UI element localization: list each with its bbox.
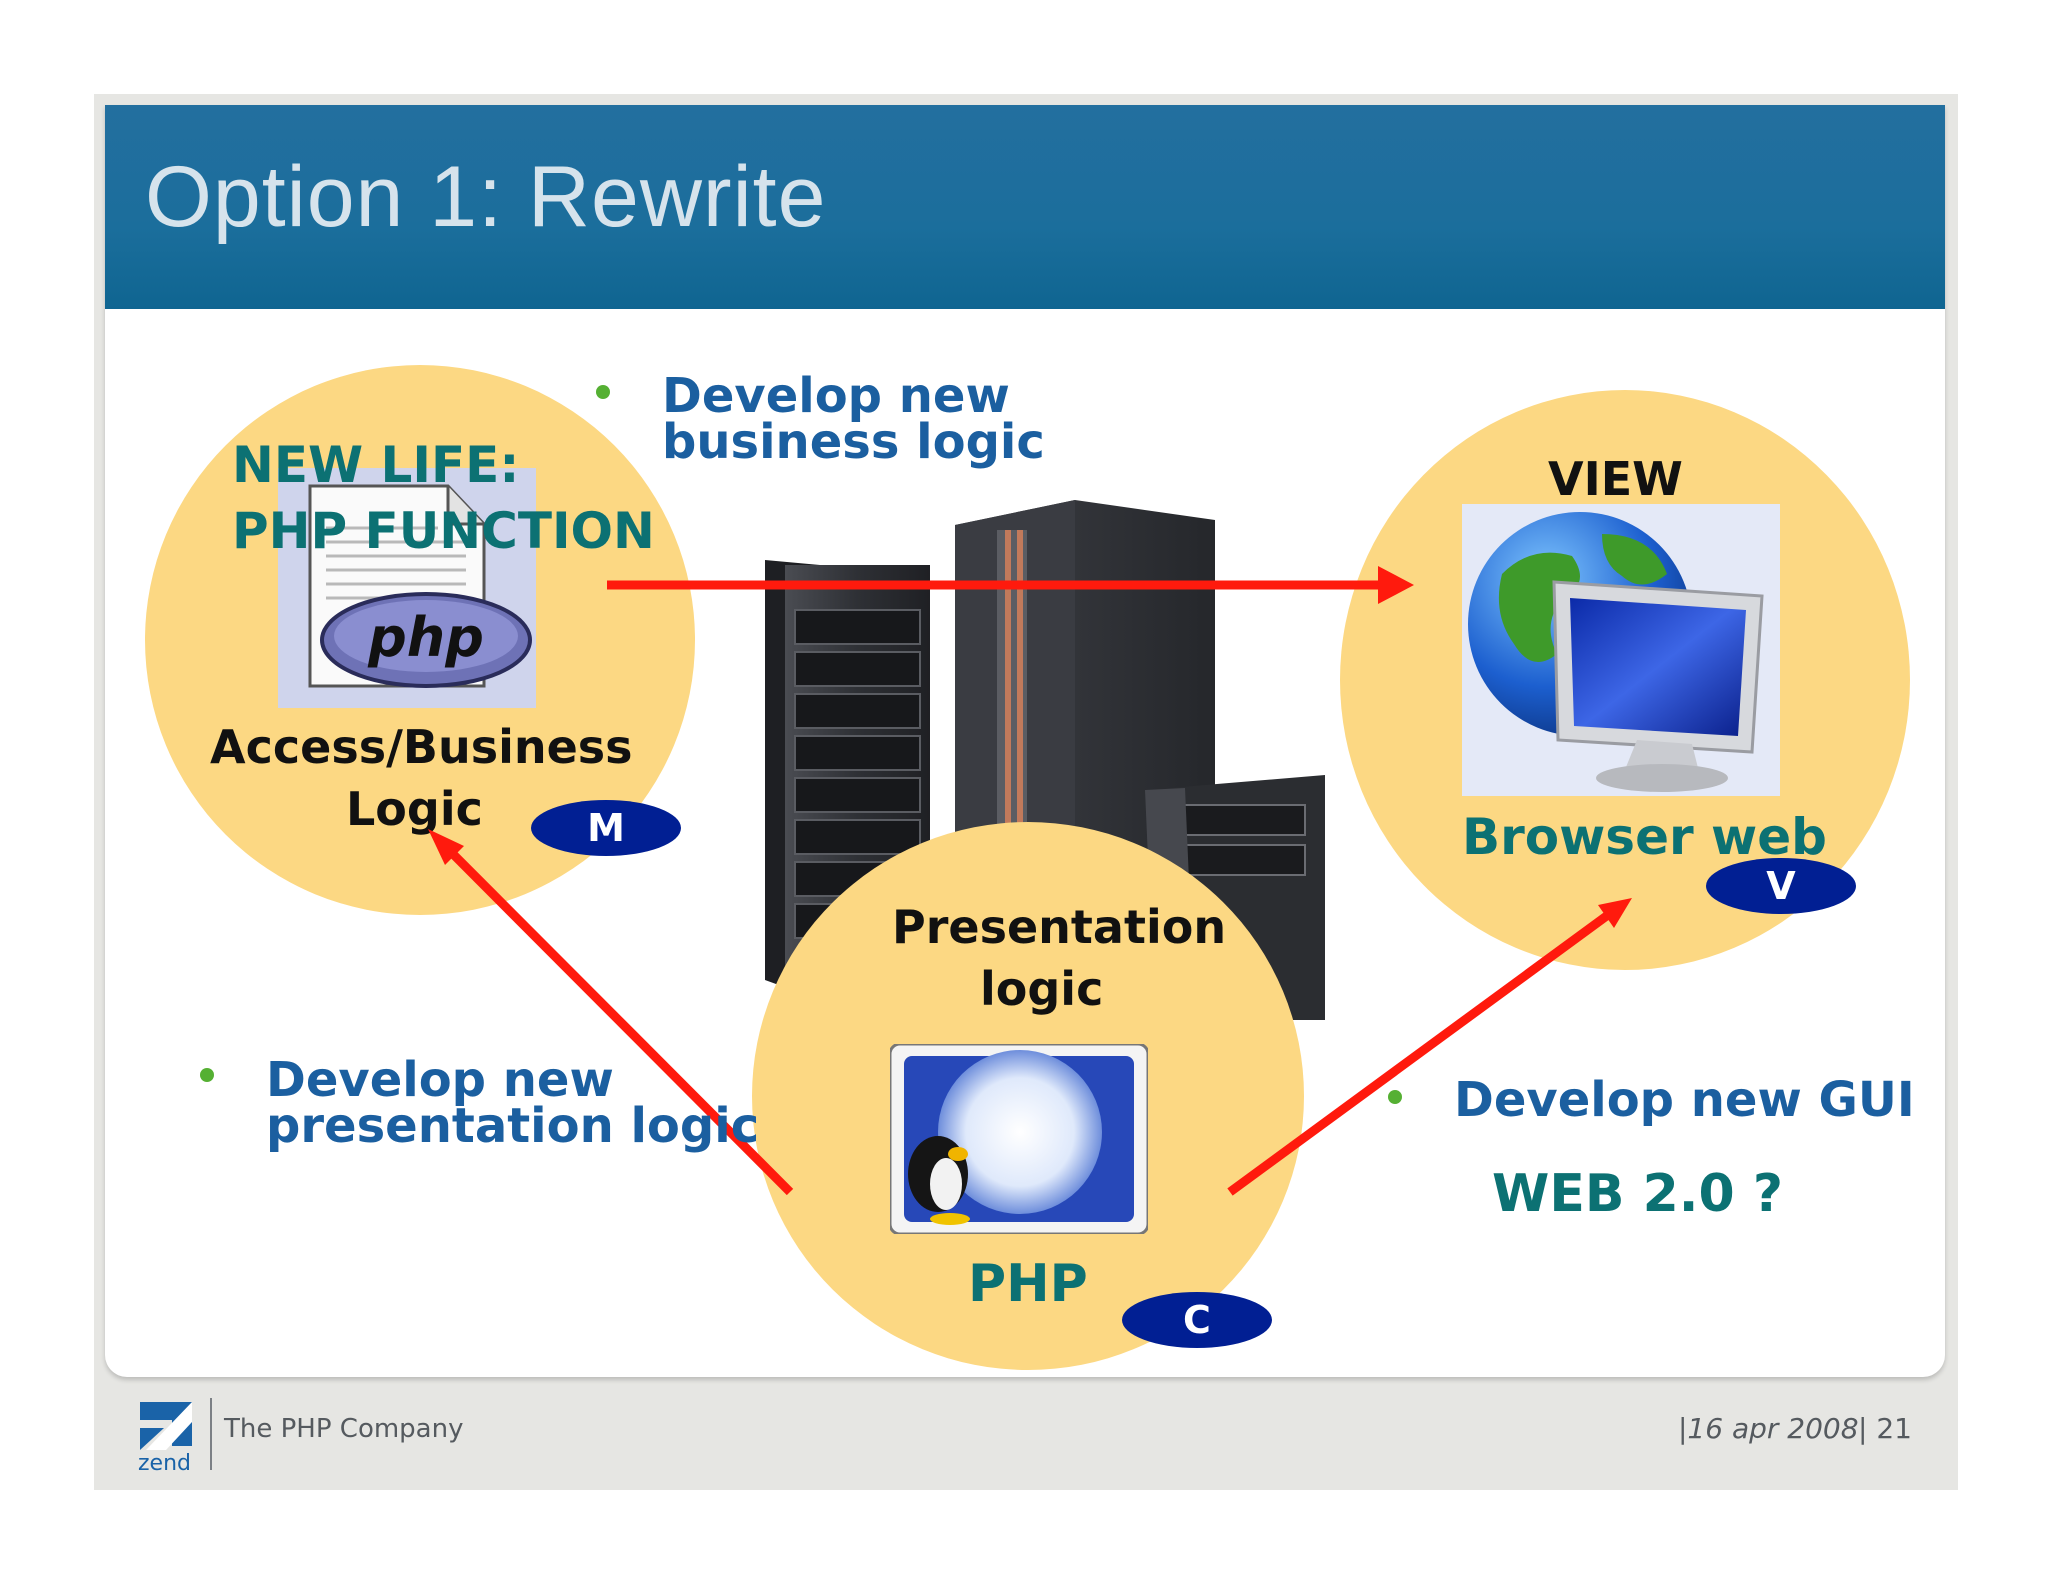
svg-text:zend: zend xyxy=(138,1451,191,1472)
server-rack-icon xyxy=(765,500,1325,1020)
arrow-controller-to-model xyxy=(438,839,794,1196)
model-label-line2: Logic xyxy=(346,782,483,836)
php-file-icon: php xyxy=(278,468,536,708)
footer-page-number: | 21 xyxy=(1858,1412,1912,1445)
penguin-globe-icon xyxy=(890,1044,1148,1234)
slide-title: Option 1: Rewrite xyxy=(145,149,827,245)
bullet-dot-gui xyxy=(1388,1090,1402,1104)
controller-label-line2: logic xyxy=(980,962,1104,1016)
arrow-controller-to-view xyxy=(1227,908,1615,1196)
view-label: Browser web xyxy=(1462,808,1827,866)
web20-label: WEB 2.0 ? xyxy=(1492,1164,1784,1224)
bullet-dot-presentation xyxy=(200,1068,214,1082)
controller-badge: C xyxy=(1122,1292,1272,1348)
bullet-business-line1: Develop new xyxy=(662,368,1010,424)
controller-label-line1: Presentation xyxy=(892,900,1227,954)
model-heading-line2: PHP FUNCTION xyxy=(232,502,655,560)
zend-logo-icon: zend xyxy=(138,1402,192,1472)
bullet-dot-business xyxy=(596,385,610,399)
footer-date: |16 apr 2008 xyxy=(1678,1412,1859,1445)
globe-monitor-icon xyxy=(1462,504,1780,796)
view-badge: V xyxy=(1706,858,1856,914)
bullet-gui: Develop new GUI xyxy=(1454,1072,1915,1128)
model-badge: M xyxy=(531,800,681,856)
controller-caption: PHP xyxy=(968,1254,1088,1314)
bullet-business-line2: business logic xyxy=(662,414,1045,470)
footer-divider xyxy=(210,1398,212,1470)
footer-company: The PHP Company xyxy=(224,1414,464,1444)
bullet-presentation-line2: presentation logic xyxy=(266,1098,760,1154)
bullet-presentation-line1: Develop new xyxy=(266,1052,614,1108)
model-label-line1: Access/Business xyxy=(210,720,633,774)
svg-text:php: php xyxy=(367,606,484,669)
title-bar xyxy=(105,105,1945,309)
view-heading: VIEW xyxy=(1548,452,1683,506)
model-heading-line1: NEW LIFE: xyxy=(232,436,520,494)
